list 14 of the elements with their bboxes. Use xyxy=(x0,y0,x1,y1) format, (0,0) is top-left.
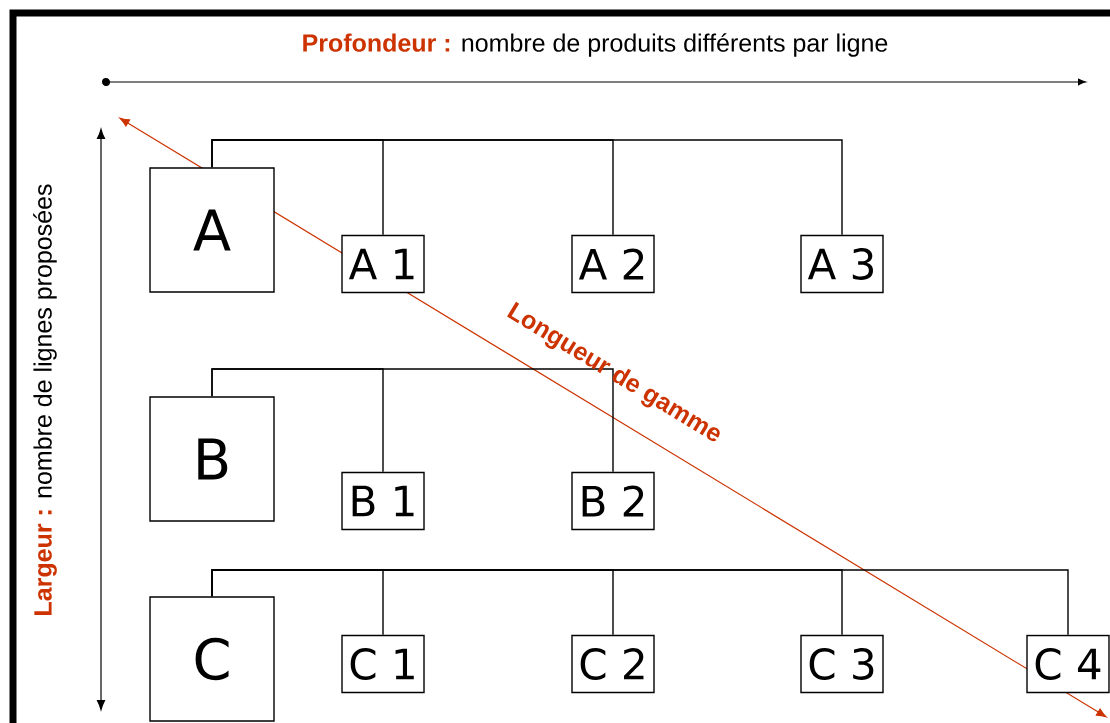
product-box: C 4 xyxy=(1026,634,1110,694)
connector-line xyxy=(211,569,1069,636)
product-box: C 1 xyxy=(341,634,425,694)
product-box: C 3 xyxy=(800,634,884,694)
dimension-label: Largeur : nombre de lignes proposées xyxy=(33,184,57,615)
connector-line xyxy=(211,368,614,473)
product-box: A 1 xyxy=(341,234,425,294)
dimension-label: Profondeur : nombre de produits différents par ligne xyxy=(303,33,888,57)
product-box: A 2 xyxy=(571,234,655,294)
product-box: C 2 xyxy=(571,634,655,694)
connector-line xyxy=(211,139,843,236)
product-box: B 2 xyxy=(571,471,655,531)
product-box: A 3 xyxy=(800,234,884,294)
product-box: B 1 xyxy=(341,471,425,531)
